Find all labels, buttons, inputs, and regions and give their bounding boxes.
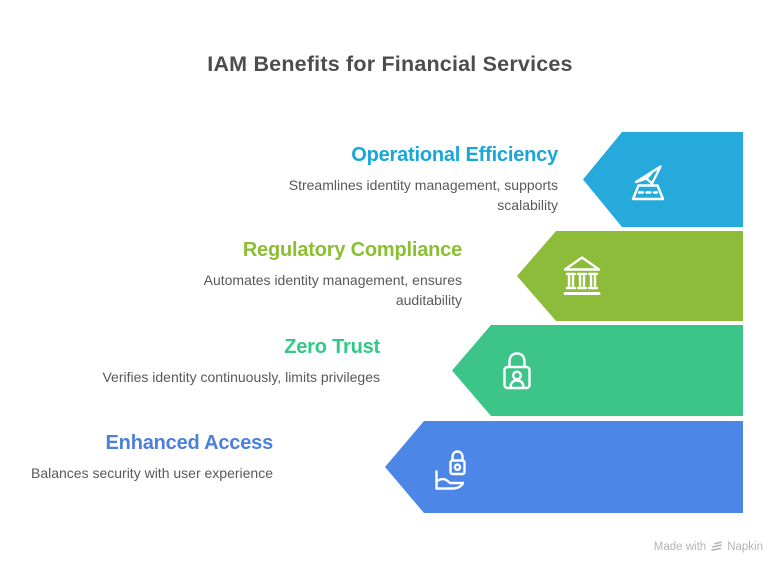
page-title: IAM Benefits for Financial Services <box>207 52 573 76</box>
napkin-attribution[interactable]: Made with Napkin <box>654 540 763 553</box>
benefit-description: Verifies identity continuously, limits p… <box>102 369 380 385</box>
benefit-description: Balances security with user experience <box>30 465 273 481</box>
benefit-text-enhanced-access: Enhanced Access Balances security with u… <box>3 432 273 483</box>
benefit-text-regulatory-compliance: Regulatory Compliance Automates identity… <box>172 239 463 311</box>
hand-lock-icon <box>426 443 474 491</box>
benefit-text-zero-trust: Zero Trust Verifies identity continuousl… <box>50 336 380 387</box>
plane-departure-icon <box>624 156 672 204</box>
benefit-arrow-regulatory-compliance <box>517 231 743 321</box>
benefit-arrow-operational-efficiency <box>583 132 743 227</box>
benefit-heading: Enhanced Access <box>105 432 274 454</box>
benefit-heading: Regulatory Compliance <box>242 239 462 261</box>
lock-user-icon <box>493 347 541 395</box>
benefit-description: Streamlines identity management, support… <box>288 177 558 214</box>
benefit-text-operational-efficiency: Operational Efficiency Streamlines ident… <box>258 144 558 216</box>
bank-icon <box>558 252 606 300</box>
benefit-heading: Operational Efficiency <box>351 144 558 166</box>
napkin-logo-icon <box>711 541 722 551</box>
attribution-text: Made with <box>653 540 707 553</box>
benefit-arrow-zero-trust <box>452 325 743 416</box>
attribution-brand: Napkin <box>727 540 763 553</box>
benefit-arrow-enhanced-access <box>385 421 743 513</box>
benefit-description: Automates identity management, ensures a… <box>203 272 462 309</box>
benefit-heading: Zero Trust <box>284 336 380 358</box>
